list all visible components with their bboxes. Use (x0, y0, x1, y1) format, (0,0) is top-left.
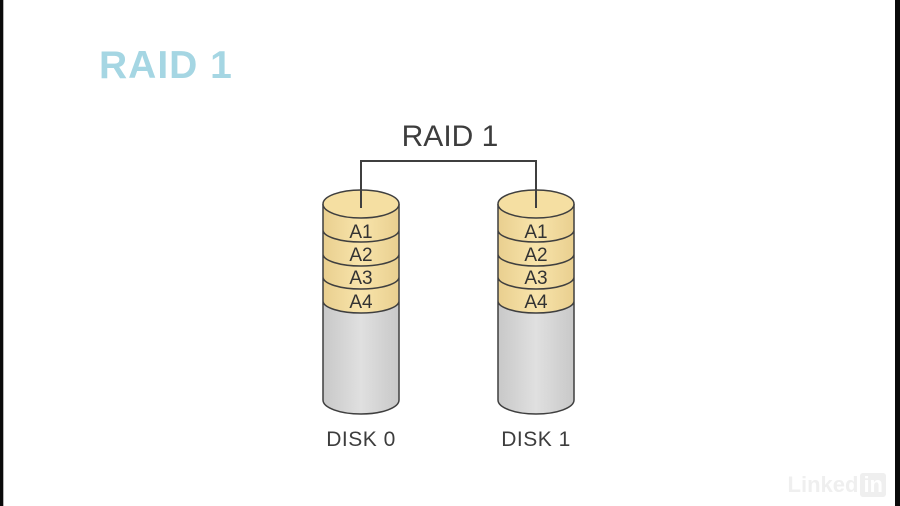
diagram-title: RAID 1 (402, 120, 499, 153)
disk-0-data-body (323, 204, 399, 313)
disk-0-block-a3: A3 (349, 268, 372, 289)
disk-1-data-body (498, 204, 574, 313)
disk-1-block-a1: A1 (524, 222, 547, 243)
disk-0-block-a2: A2 (349, 245, 372, 266)
left-letterbox-bar (0, 0, 4, 506)
disk-0-block-a4: A4 (349, 292, 373, 313)
disk-0-free-body (323, 301, 399, 414)
disk-0-label: DISK 0 (326, 428, 396, 451)
disk-1-free-body (498, 301, 574, 414)
disk-1-block-a4: A4 (524, 292, 548, 313)
linkedin-in-badge: in (860, 473, 886, 497)
disk-0-block-a1: A1 (349, 222, 372, 243)
linkedin-wordmark-text: Linked (787, 472, 859, 497)
disk-1-label: DISK 1 (501, 428, 571, 451)
disk-1-outline (497, 204, 575, 415)
disk-1-block-a2: A2 (524, 245, 547, 266)
raid-connector-line (360, 160, 537, 208)
disk-1-block-a3: A3 (524, 268, 547, 289)
disk-0: A1 A2 A3 A4 DISK 0 (322, 189, 400, 451)
right-letterbox-bar (895, 0, 900, 506)
disk-1: A1 A2 A3 A4 DISK 1 (497, 189, 575, 451)
slide-title: RAID 1 (99, 44, 233, 87)
disk-0-outline (322, 204, 400, 415)
